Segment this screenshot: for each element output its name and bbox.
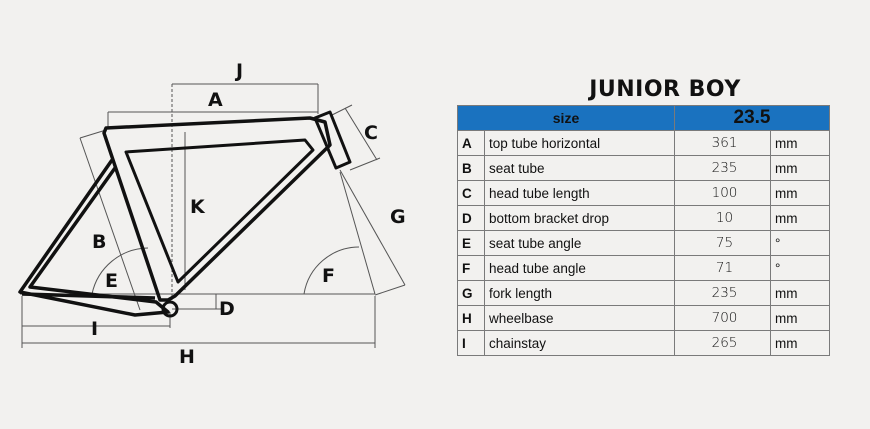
row-value: 265 [674, 330, 771, 356]
row-letter: F [457, 255, 485, 281]
row-name: head tube angle [484, 255, 675, 281]
label-g: G [390, 206, 406, 228]
table-title: JUNIOR BOY [589, 77, 741, 102]
row-name: wheelbase [484, 305, 675, 331]
bike-frame [18, 110, 352, 318]
label-f: F [322, 265, 335, 287]
label-i: I [91, 318, 98, 340]
row-value: 235 [674, 155, 771, 181]
label-d: D [219, 298, 235, 320]
row-name: seat tube [484, 155, 675, 181]
row-letter: I [457, 330, 485, 356]
row-name: chainstay [484, 330, 675, 356]
row-value: 100 [674, 180, 771, 206]
row-letter: A [457, 130, 485, 156]
row-unit: mm [769, 205, 831, 231]
table-header-row: size 23.5 [457, 105, 831, 131]
label-k: K [190, 196, 206, 218]
row-letter: H [457, 305, 485, 331]
row-unit: mm [769, 330, 831, 356]
label-e: E [105, 270, 118, 292]
row-letter: G [457, 280, 485, 306]
row-name: top tube horizontal [484, 130, 675, 156]
row-unit: mm [769, 155, 831, 181]
row-letter: E [457, 230, 485, 256]
row-name: seat tube angle [484, 230, 675, 256]
row-value: 235 [674, 280, 771, 306]
size-value: 23.5 [673, 105, 831, 131]
label-c: C [364, 122, 378, 144]
frame-geometry-diagram: J A C K G B E F D I H [18, 60, 406, 368]
row-unit: mm [769, 280, 831, 306]
row-name: fork length [484, 280, 675, 306]
row-value: 75 [674, 230, 771, 256]
row-value: 700 [674, 305, 771, 331]
row-name: bottom bracket drop [484, 205, 675, 231]
row-unit: mm [769, 130, 831, 156]
size-label: size [457, 105, 675, 131]
row-unit: ° [769, 230, 831, 256]
label-j: J [234, 60, 243, 82]
row-value: 71 [674, 255, 771, 281]
label-b: B [92, 231, 106, 253]
row-letter: C [457, 180, 485, 206]
row-letter: B [457, 155, 485, 181]
label-a: A [208, 89, 223, 111]
row-name: head tube length [484, 180, 675, 206]
row-unit: mm [769, 305, 831, 331]
row-unit: ° [769, 255, 831, 281]
row-unit: mm [769, 180, 831, 206]
row-letter: D [457, 205, 485, 231]
row-value: 10 [674, 205, 771, 231]
row-value: 361 [674, 130, 771, 156]
label-h: H [179, 346, 195, 368]
